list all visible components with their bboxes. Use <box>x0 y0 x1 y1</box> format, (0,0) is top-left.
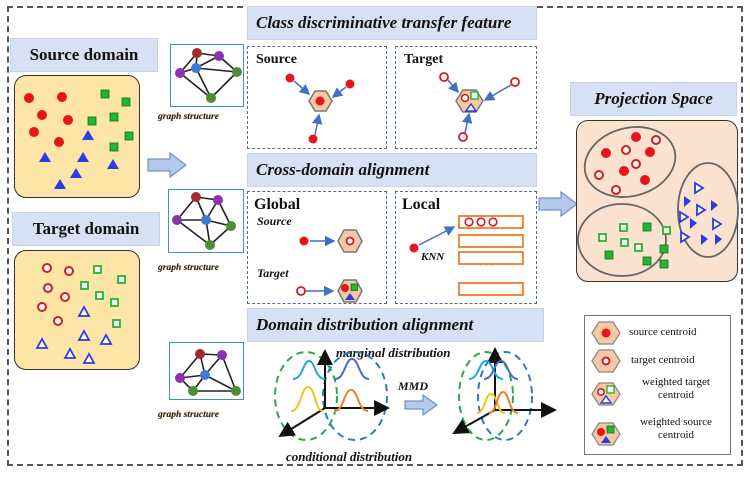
graph-structure-box-2 <box>168 189 244 253</box>
target-domain-text: Target domain <box>32 219 140 238</box>
conditional-distribution-label: conditional distribution <box>286 449 413 464</box>
local-label: Local <box>402 196 441 213</box>
source-centroid-icon <box>591 321 621 345</box>
source-domain-label: Source domain <box>10 38 158 72</box>
class-discriminative-title: Class discriminative transfer feature <box>247 6 537 40</box>
knn-diagram <box>409 215 524 296</box>
ellipsis: · · · <box>479 260 495 271</box>
target-centroid-diagram <box>439 72 520 142</box>
distribution-title-text: Domain distribution alignment <box>256 315 474 334</box>
legend-label: weighted source centroid <box>623 416 729 442</box>
cross-domain-title: Cross-domain alignment <box>247 153 537 187</box>
graph-caption-3: graph structure <box>158 410 219 420</box>
mmd-label: MMD <box>398 379 429 393</box>
distribution-diagram <box>274 347 557 441</box>
source-green-points <box>87 89 134 152</box>
target-domain-label: Target domain <box>12 212 160 246</box>
legend-item-source-centroid: source centroid <box>589 320 729 346</box>
projection-space-box <box>576 120 739 282</box>
knn-list-row <box>458 215 524 229</box>
projection-space-title-text: Projection Space <box>594 89 713 108</box>
target-domain-box <box>14 250 140 370</box>
class-target-panel: Target <box>395 46 537 149</box>
graph-caption-2: graph structure <box>158 263 219 273</box>
domain-to-features-arrow <box>147 151 187 179</box>
local-alignment-panel: Local KNN · · · <box>395 191 537 304</box>
global-alignment-diagram <box>296 229 363 303</box>
target-red-points <box>37 263 74 326</box>
projection-space-clusters <box>577 126 739 277</box>
global-target-label: Target <box>257 266 289 280</box>
knn-list-row <box>458 234 524 248</box>
global-label: Global <box>254 196 301 213</box>
distribution-title: Domain distribution alignment <box>247 308 544 342</box>
global-alignment-panel: Global Source Target <box>247 191 387 304</box>
knn-list-row <box>458 282 524 296</box>
source-domain-box <box>14 75 140 198</box>
knn-label: KNN <box>421 251 445 263</box>
before-alignment-plot <box>274 349 390 441</box>
weighted-target-centroid-icon <box>591 382 621 406</box>
legend-label-line1: weighted source <box>640 416 712 428</box>
legend-item-weighted-source-centroid: weighted source centroid <box>589 416 729 452</box>
green-cluster <box>577 203 667 277</box>
mmd-arrow <box>404 393 439 417</box>
class-discriminative-title-text: Class discriminative transfer feature <box>256 13 512 32</box>
source-centroid-diagram <box>285 73 355 144</box>
after-alignment-plot <box>452 347 557 441</box>
knn-list <box>458 215 524 296</box>
source-domain-text: Source domain <box>29 45 139 64</box>
cross-domain-title-text: Cross-domain alignment <box>256 160 430 179</box>
legend-label: target centroid <box>631 354 695 366</box>
graph-structure-icon <box>175 349 241 396</box>
knn-list-row <box>458 251 524 265</box>
legend-label-line2: centroid <box>657 389 695 401</box>
graph-structure-box-3 <box>169 342 244 400</box>
weighted-source-centroid-icon <box>591 422 621 446</box>
alignment-to-projection-arrow <box>538 190 578 218</box>
legend: source centroid target centroid weighted… <box>584 315 731 455</box>
source-red-points <box>24 92 73 147</box>
graph-structure-icon <box>175 48 242 103</box>
target-blue-points <box>35 305 113 364</box>
source-domain-points <box>24 89 134 189</box>
projection-space-title: Projection Space <box>570 82 737 116</box>
class-source-panel: Source <box>247 46 387 149</box>
legend-label: source centroid <box>629 326 697 338</box>
graph-structure-box-1 <box>170 44 244 107</box>
marginal-distribution-label: marginal distribution <box>336 345 451 360</box>
global-source-label: Source <box>257 214 292 228</box>
legend-label: weighted target centroid <box>623 376 729 402</box>
blue-cluster <box>677 162 739 258</box>
graph-caption-1: graph structure <box>158 112 219 122</box>
class-source-label: Source <box>256 52 297 67</box>
target-green-points <box>80 265 126 328</box>
target-centroid-icon <box>591 349 621 373</box>
source-blue-points <box>39 130 119 189</box>
legend-item-target-centroid: target centroid <box>589 348 729 374</box>
graph-structure-icon <box>172 192 236 250</box>
legend-label-line1: weighted target <box>642 376 710 388</box>
red-cluster <box>583 126 677 198</box>
legend-item-weighted-target-centroid: weighted target centroid <box>589 376 729 412</box>
legend-label-line2: centroid <box>657 429 695 441</box>
class-target-label: Target <box>404 52 444 67</box>
target-domain-points <box>35 263 126 364</box>
